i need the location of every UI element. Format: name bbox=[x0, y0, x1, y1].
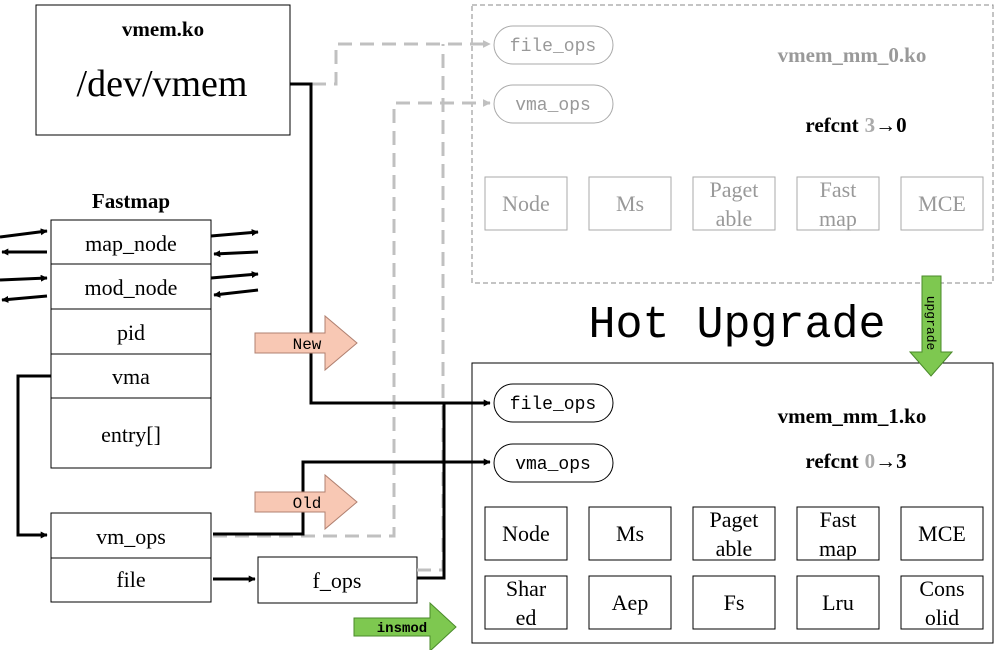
hot-upgrade-title: Hot Upgrade bbox=[588, 300, 885, 351]
upgrade-arrow-label: upgrade bbox=[923, 296, 938, 351]
new-comp-consolid-1: Cons bbox=[919, 576, 964, 601]
new-comp-consolid-2: olid bbox=[925, 605, 959, 630]
old-comp-fastmap-1: Fast bbox=[820, 177, 857, 202]
dev-vmem-label: /dev/vmem bbox=[77, 63, 248, 105]
old-arrow: Old bbox=[254, 473, 358, 531]
f-ops-box: f_ops bbox=[257, 556, 418, 604]
old-vma-ops-label: vma_ops bbox=[515, 96, 591, 116]
old-comp-node: Node bbox=[502, 191, 550, 216]
new-comp-lru: Lru bbox=[822, 590, 854, 615]
field-vm-ops: vm_ops bbox=[96, 524, 166, 549]
old-comp-mce: MCE bbox=[918, 191, 966, 216]
new-comp-pagetable-2: able bbox=[716, 536, 753, 561]
new-comp-mce: MCE bbox=[918, 521, 966, 546]
new-vma-ops-label: vma_ops bbox=[515, 455, 591, 475]
field-vma: vma bbox=[112, 364, 150, 389]
new-comp-pagetable-1: Paget bbox=[710, 507, 759, 532]
new-arrow: New bbox=[254, 314, 358, 372]
fastmap-struct: Fastmap map_node mod_node pid vma entry[… bbox=[50, 189, 212, 469]
new-connectors bbox=[16, 82, 491, 583]
f-ops-label: f_ops bbox=[313, 568, 362, 593]
old-arrow-label: Old bbox=[293, 495, 322, 513]
new-comp-shared-1: Shar bbox=[506, 576, 547, 601]
new-comp-node: Node bbox=[502, 521, 550, 546]
new-comp-ms: Ms bbox=[616, 521, 644, 546]
new-comp-aep: Aep bbox=[612, 590, 649, 615]
field-entry: entry[] bbox=[101, 422, 161, 447]
new-comp-fastmap-2: map bbox=[819, 536, 857, 561]
field-file: file bbox=[116, 567, 145, 592]
old-comp-ms: Ms bbox=[616, 191, 644, 216]
new-comp-fs: Fs bbox=[724, 590, 745, 615]
vmem-ko-title: vmem.ko bbox=[122, 17, 204, 41]
new-module-name: vmem_mm_1.ko bbox=[778, 404, 927, 428]
vm-struct: vm_ops file bbox=[50, 512, 212, 603]
old-comp-pagetable-2: able bbox=[716, 206, 753, 231]
old-comp-pagetable-1: Paget bbox=[710, 177, 759, 202]
old-comp-fastmap-2: map bbox=[819, 206, 857, 231]
vmem-ko-box: vmem.ko /dev/vmem bbox=[35, 4, 291, 136]
new-arrow-label: New bbox=[293, 336, 322, 354]
field-map-node: map_node bbox=[85, 231, 177, 256]
old-module-name: vmem_mm_0.ko bbox=[778, 43, 927, 67]
fastmap-title: Fastmap bbox=[92, 189, 170, 213]
new-comp-shared-2: ed bbox=[516, 605, 537, 630]
new-file-ops-label: file_ops bbox=[510, 395, 596, 415]
insmod-arrow-label: insmod bbox=[377, 621, 427, 637]
field-mod-node: mod_node bbox=[85, 275, 178, 300]
field-pid: pid bbox=[117, 320, 145, 345]
list-node-arrows bbox=[0, 228, 259, 303]
old-file-ops-label: file_ops bbox=[510, 37, 596, 57]
insmod-arrow: insmod bbox=[353, 601, 457, 650]
upgrade-arrow: upgrade bbox=[908, 275, 954, 377]
new-comp-fastmap-1: Fast bbox=[820, 507, 857, 532]
